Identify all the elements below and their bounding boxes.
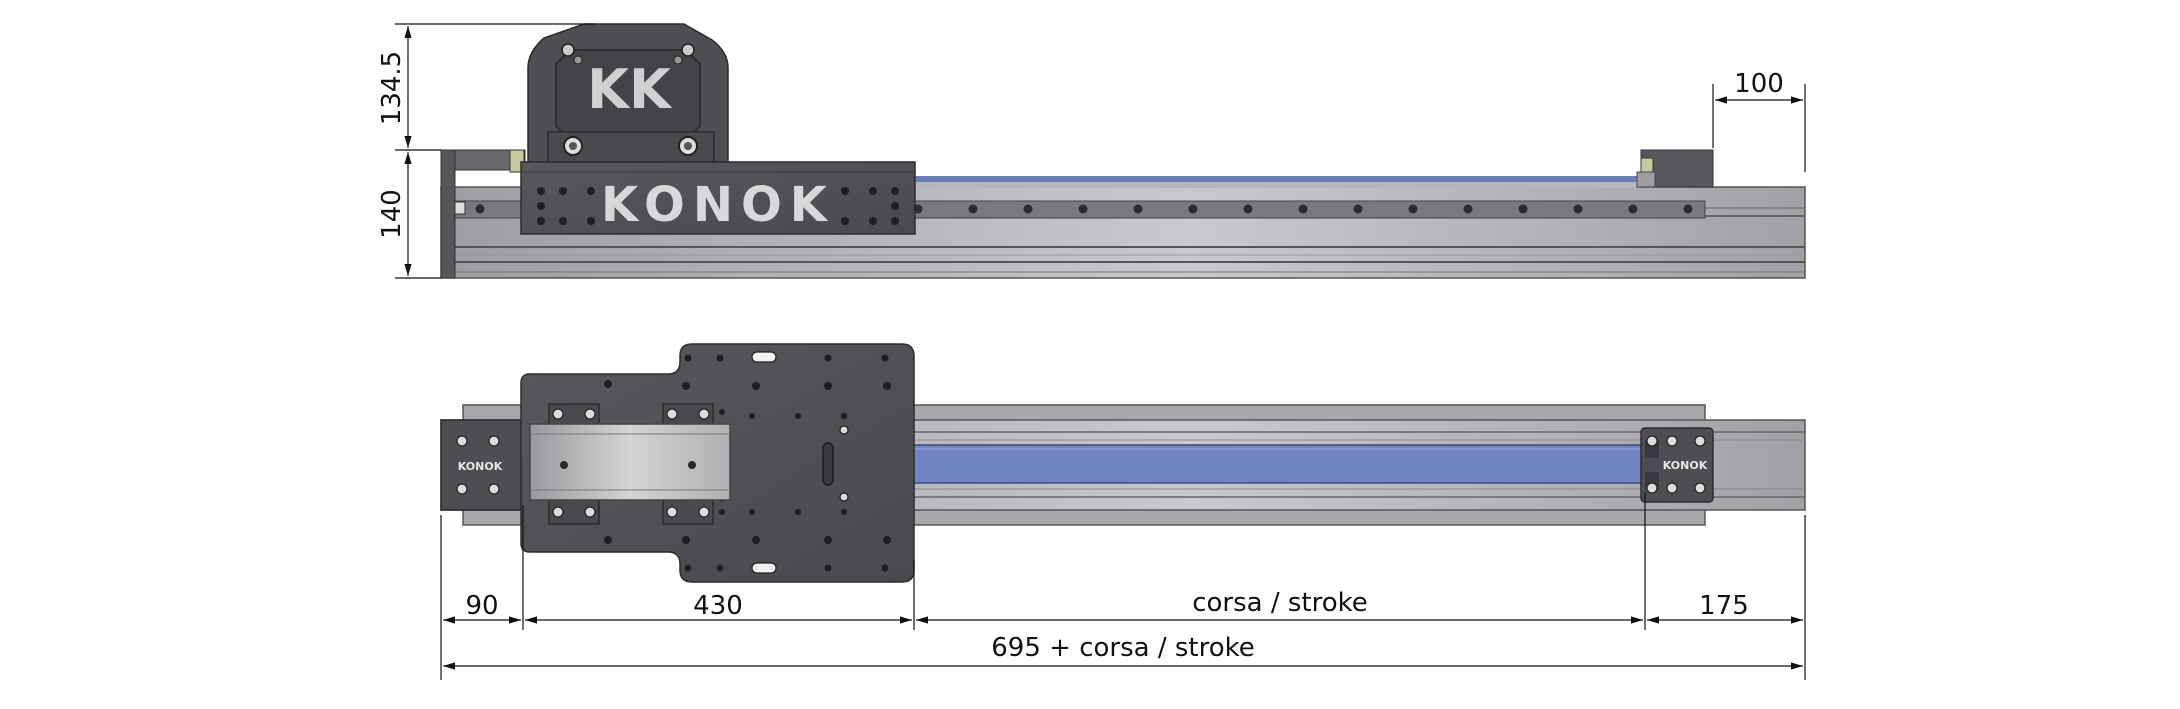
dim-total-length-label: 695 + corsa / stroke	[991, 633, 1255, 663]
dim-height-upper-label: 134.5	[377, 51, 407, 125]
bottom-belt-cover	[529, 423, 731, 501]
top-left-end-plate	[440, 149, 456, 279]
dim-height-lower: 140	[377, 152, 441, 279]
dim-carriage-length: 430	[525, 591, 912, 624]
plate-holes	[604, 354, 891, 572]
dim-stroke-label: corsa / stroke	[1192, 588, 1368, 618]
dim-right-end-label: 175	[1699, 591, 1749, 621]
dim-left-end: 90	[443, 591, 521, 624]
dim-right-end-top-label: 100	[1734, 69, 1784, 99]
carriage-logo: KONOK	[601, 177, 835, 233]
motor-logo: KK	[587, 58, 673, 121]
dim-stroke: corsa / stroke	[916, 588, 1643, 624]
dim-extension-lines	[440, 492, 1806, 680]
top-rail-holes	[475, 204, 1693, 214]
dim-carriage-length-label: 430	[693, 591, 743, 621]
right-end-logo: KONOK	[1663, 459, 1708, 472]
left-end-logo: KONOK	[458, 460, 503, 473]
top-view: KK KONOK	[377, 23, 1806, 279]
bottom-view: KONOK KONOK	[440, 343, 1806, 680]
dim-total-length: 695 + corsa / stroke	[443, 633, 1803, 670]
dim-height-lower-label: 140	[377, 189, 407, 239]
dim-right-end: 175	[1647, 591, 1803, 624]
dim-left-end-label: 90	[465, 591, 498, 621]
bottom-belt	[899, 444, 1646, 484]
top-belt	[900, 176, 1640, 182]
dim-right-end-top: 100	[1712, 69, 1806, 172]
dim-height-upper: 134.5	[377, 23, 595, 151]
top-carriage-plate	[520, 161, 916, 235]
